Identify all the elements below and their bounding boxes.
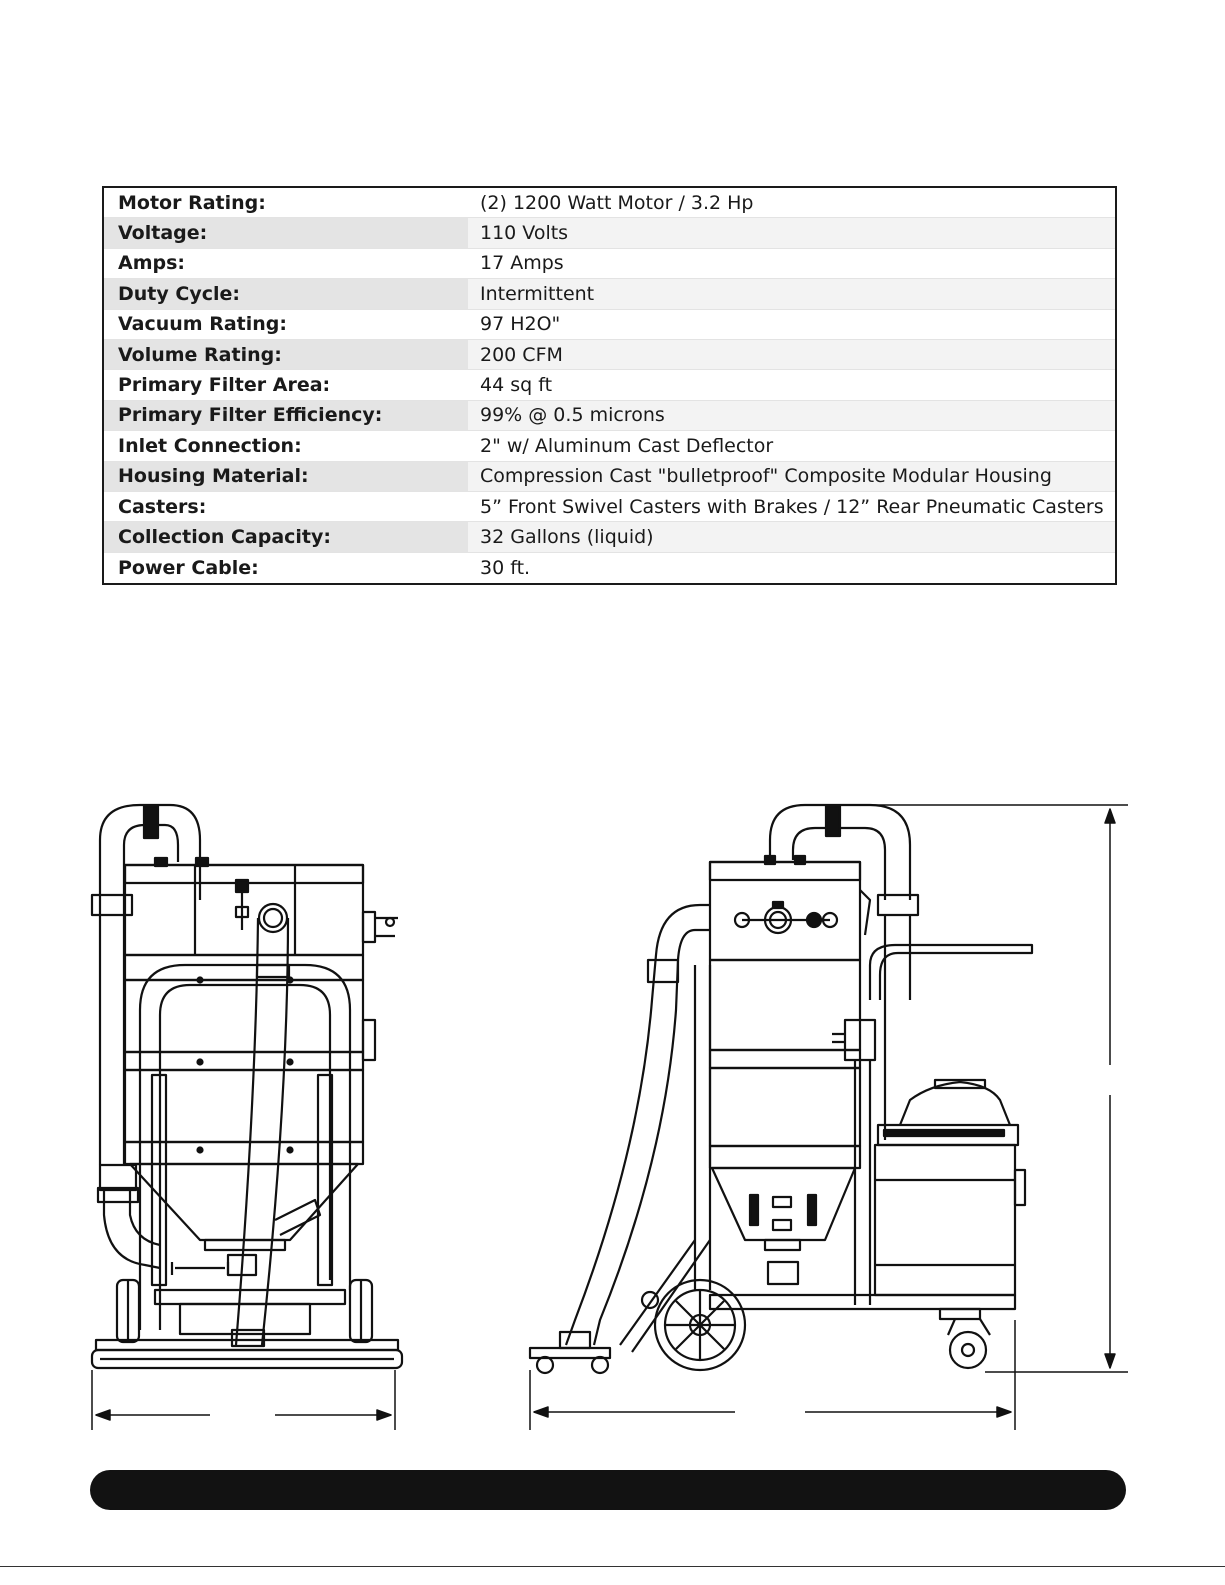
spec-row: Housing Material: Compression Cast "bull…: [104, 461, 1115, 492]
spec-table: Motor Rating: (2) 1200 Watt Motor / 3.2 …: [102, 186, 1117, 586]
spec-label: Collection Capacity:: [118, 525, 331, 548]
spec-label: Housing Material:: [118, 465, 309, 488]
spec-label: Primary Filter Area:: [118, 374, 331, 397]
spec-value: 200 CFM: [480, 343, 563, 366]
spec-row: Primary Filter Area: 44 sq ft: [104, 370, 1115, 401]
spec-label: Amps:: [118, 252, 186, 275]
spec-row: Duty Cycle: Intermittent: [104, 279, 1115, 310]
spec-value: (2) 1200 Watt Motor / 3.2 Hp: [480, 191, 754, 214]
vacuum-technical-drawing: [90, 803, 1128, 1430]
spec-label: Casters:: [118, 495, 207, 518]
spec-value: Compression Cast "bulletproof" Composite…: [480, 465, 1052, 488]
spec-row: Vacuum Rating: 97 H2O": [104, 310, 1115, 340]
spec-value: 110 Volts: [480, 222, 569, 245]
spec-value: 97 H2O": [480, 313, 561, 336]
spec-row: Voltage: 110 Volts: [104, 218, 1115, 249]
spec-label: Volume Rating:: [118, 343, 282, 366]
spec-value: 30 ft.: [480, 556, 531, 579]
spec-value: 99% @ 0.5 microns: [480, 404, 665, 427]
spec-label: Voltage:: [118, 222, 208, 245]
spec-value: 44 sq ft: [480, 374, 553, 397]
spec-label: Vacuum Rating:: [118, 313, 287, 336]
spec-row: Volume Rating: 200 CFM: [104, 339, 1115, 371]
spec-label: Inlet Connection:: [118, 434, 302, 457]
spec-label: Duty Cycle:: [118, 282, 240, 305]
spec-row: Power Cable: 30 ft.: [104, 553, 1115, 583]
spec-label: Power Cable:: [118, 556, 259, 579]
spec-row: Motor Rating: (2) 1200 Watt Motor / 3.2 …: [104, 188, 1115, 219]
spec-value: 32 Gallons (liquid): [480, 525, 654, 548]
spec-row: Amps: 17 Amps: [104, 249, 1115, 280]
spec-value: Intermittent: [480, 282, 595, 305]
spec-value: 17 Amps: [480, 252, 564, 275]
side-view-drawing: [528, 803, 1034, 1375]
spec-label: Motor Rating:: [118, 191, 266, 214]
footer-bar: [90, 1470, 1126, 1510]
spec-row: Inlet Connection: 2" w/ Aluminum Cast De…: [104, 431, 1115, 462]
spec-row: Casters: 5” Front Swivel Casters with Br…: [104, 492, 1115, 523]
spec-value: 2" w/ Aluminum Cast Deflector: [480, 434, 774, 457]
spec-row: Primary Filter Efficiency: 99% @ 0.5 mic…: [104, 400, 1115, 432]
dimension-lines: [91, 804, 1128, 1430]
bottom-rule: [0, 1566, 1225, 1567]
spec-value: 5” Front Swivel Casters with Brakes / 12…: [480, 495, 1104, 518]
front-view-drawing: [90, 803, 404, 1370]
spec-label: Primary Filter Efficiency:: [118, 404, 383, 427]
spec-row: Collection Capacity: 32 Gallons (liquid): [104, 522, 1115, 553]
